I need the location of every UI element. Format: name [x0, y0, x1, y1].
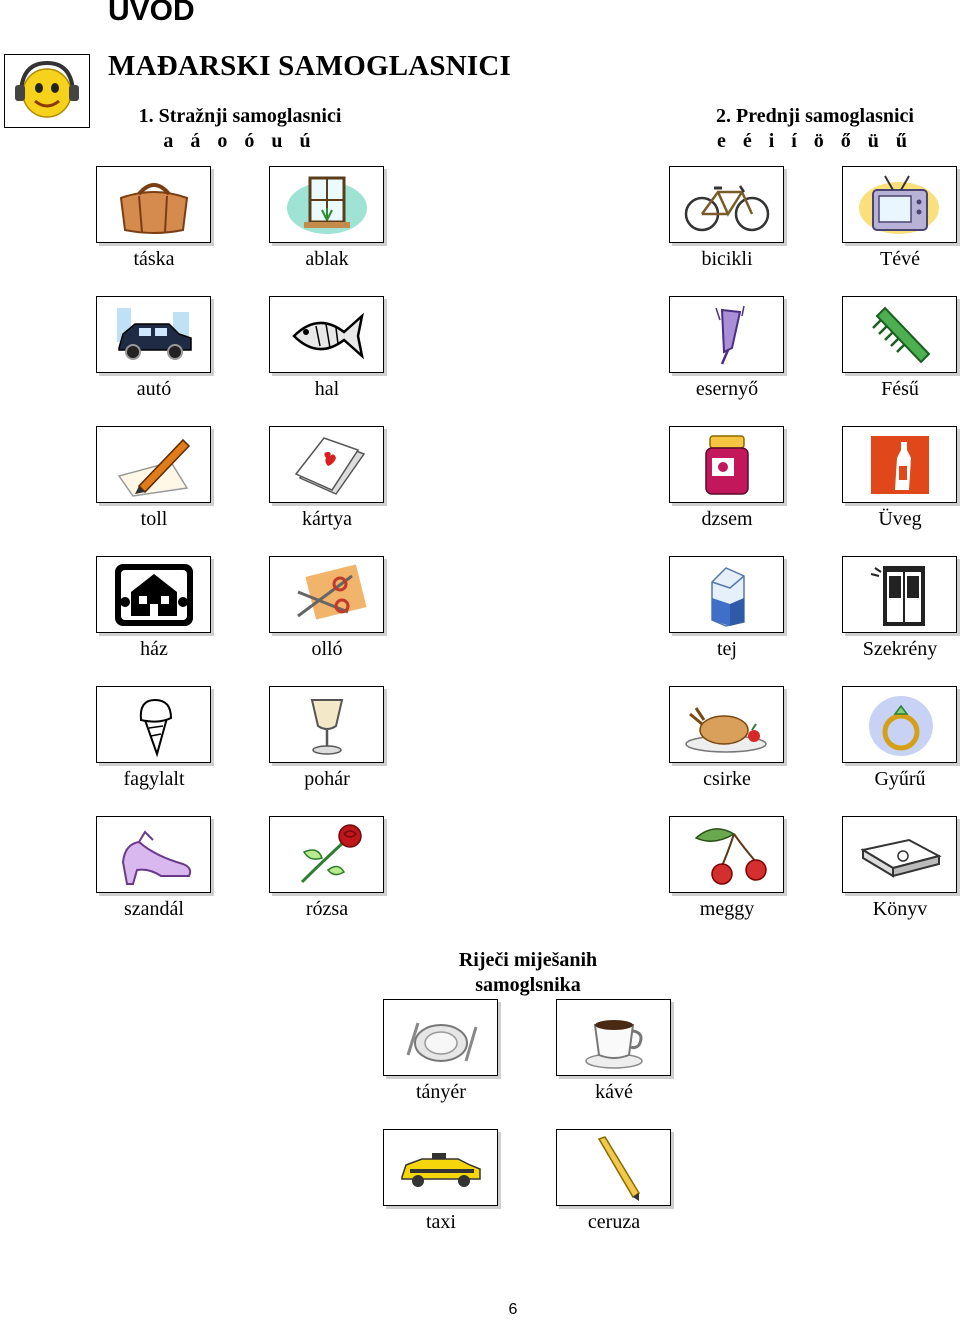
word-label: autó: [136, 378, 172, 400]
picture-card: [96, 296, 211, 373]
chicken-icon: [684, 706, 767, 753]
picture-card: [556, 999, 671, 1076]
tv-icon: [858, 175, 939, 234]
window-icon: [286, 176, 367, 234]
word-label: olló: [311, 638, 343, 660]
picture-card: [96, 686, 211, 763]
word-label: kávé: [595, 1081, 633, 1103]
word-label: táska: [133, 248, 175, 270]
word-label: Könyv: [872, 898, 928, 920]
word-label: csirke: [703, 768, 751, 790]
word-label: Szekrény: [862, 638, 938, 660]
picture-card: [96, 426, 211, 503]
word-label: ablak: [305, 248, 349, 270]
front-vowels-title: 2. Prednji samoglasnici: [716, 105, 914, 127]
picture-card: [269, 296, 384, 373]
bottle-icon: [870, 435, 929, 494]
coffee-cup-icon: [584, 1019, 643, 1069]
word-label: szandál: [124, 898, 184, 920]
word-label: toll: [140, 508, 168, 530]
fish-icon: [291, 312, 364, 359]
word-label: taxi: [426, 1211, 456, 1233]
picture-card: [96, 816, 211, 893]
word-label: meggy: [699, 898, 755, 920]
sandal-icon: [121, 829, 191, 885]
picture-card: [269, 556, 384, 633]
wardrobe-icon: [870, 565, 925, 626]
main-heading: MAĐARSKI SAMOGLASNICI: [108, 50, 511, 82]
picture-card: [842, 426, 957, 503]
umbrella-icon: [714, 305, 745, 364]
word-label: kártya: [302, 508, 352, 530]
picture-card: [96, 166, 211, 243]
picture-card: [669, 166, 784, 243]
page-number: 6: [508, 1301, 518, 1318]
bicycle-icon: [684, 184, 769, 231]
word-label: Gyűrű: [874, 768, 926, 790]
word-label: dzsem: [701, 508, 753, 530]
word-label: hal: [314, 378, 340, 400]
milk-carton-icon: [710, 566, 745, 627]
word-label: rózsa: [305, 898, 349, 920]
word-label: pohár: [304, 768, 350, 790]
back-vowels-list: a á o ó u ú: [163, 130, 317, 152]
word-label: ceruza: [587, 1211, 641, 1233]
picture-card: [669, 556, 784, 633]
word-label: ház: [140, 638, 168, 660]
pencil-icon: [597, 1135, 640, 1201]
picture-card: [669, 426, 784, 503]
picture-card: [96, 556, 211, 633]
back-vowels-title: 1. Stražnji samoglasnici: [138, 105, 342, 127]
word-label: Fésű: [881, 378, 919, 400]
smiley-headphones-icon: [15, 60, 79, 118]
car-icon: [116, 307, 192, 360]
picture-card: [842, 296, 957, 373]
picture-card: [842, 556, 957, 633]
word-label: bicikli: [701, 248, 753, 270]
word-label: fagylalt: [123, 768, 185, 790]
cards-icon: [294, 436, 365, 495]
picture-card: [842, 816, 957, 893]
page-title: UVOD: [108, 0, 195, 27]
word-label: Tévé: [880, 248, 920, 270]
picture-card: [669, 686, 784, 763]
comb-icon: [871, 306, 930, 363]
ice-cream-icon: [139, 698, 172, 757]
picture-card: [269, 166, 384, 243]
word-label: esernyő: [695, 378, 759, 400]
picture-card: [669, 816, 784, 893]
bag-icon: [119, 182, 188, 234]
logo: [4, 54, 90, 128]
scissors-icon: [296, 563, 367, 620]
mixed-vowels-heading: Riječi miješanih samoglsnika: [380, 948, 676, 998]
mixed-vowels-title-line2: samoglsnika: [475, 974, 581, 996]
picture-card: [383, 1129, 498, 1206]
ring-icon: [868, 695, 933, 756]
word-label: tej: [717, 638, 737, 660]
picture-card: [269, 426, 384, 503]
picture-card: [269, 686, 384, 763]
front-vowels-list: e é i í ö ő ü ű: [716, 130, 914, 152]
picture-card: [556, 1129, 671, 1206]
glass-icon: [310, 698, 343, 755]
word-label: tányér: [416, 1081, 466, 1103]
plate-icon: [406, 1022, 477, 1062]
picture-card: [669, 296, 784, 373]
picture-card: [383, 999, 498, 1076]
mixed-vowels-title-line1: Riječi miješanih: [458, 949, 598, 971]
taxi-icon: [400, 1152, 481, 1187]
pen-icon: [117, 438, 190, 497]
picture-card: [269, 816, 384, 893]
house-icon: [114, 563, 193, 626]
picture-card: [842, 166, 957, 243]
back-vowels-heading: 1. Stražnji samoglasnici a á o ó u ú: [120, 104, 360, 154]
cherry-icon: [694, 827, 767, 885]
front-vowels-heading: 2. Prednji samoglasnici e é i í ö ő ü ű: [690, 104, 940, 154]
rose-icon: [300, 823, 362, 883]
picture-card: [842, 686, 957, 763]
jam-jar-icon: [704, 434, 749, 495]
book-icon: [859, 838, 942, 878]
word-label: Üveg: [878, 508, 922, 530]
